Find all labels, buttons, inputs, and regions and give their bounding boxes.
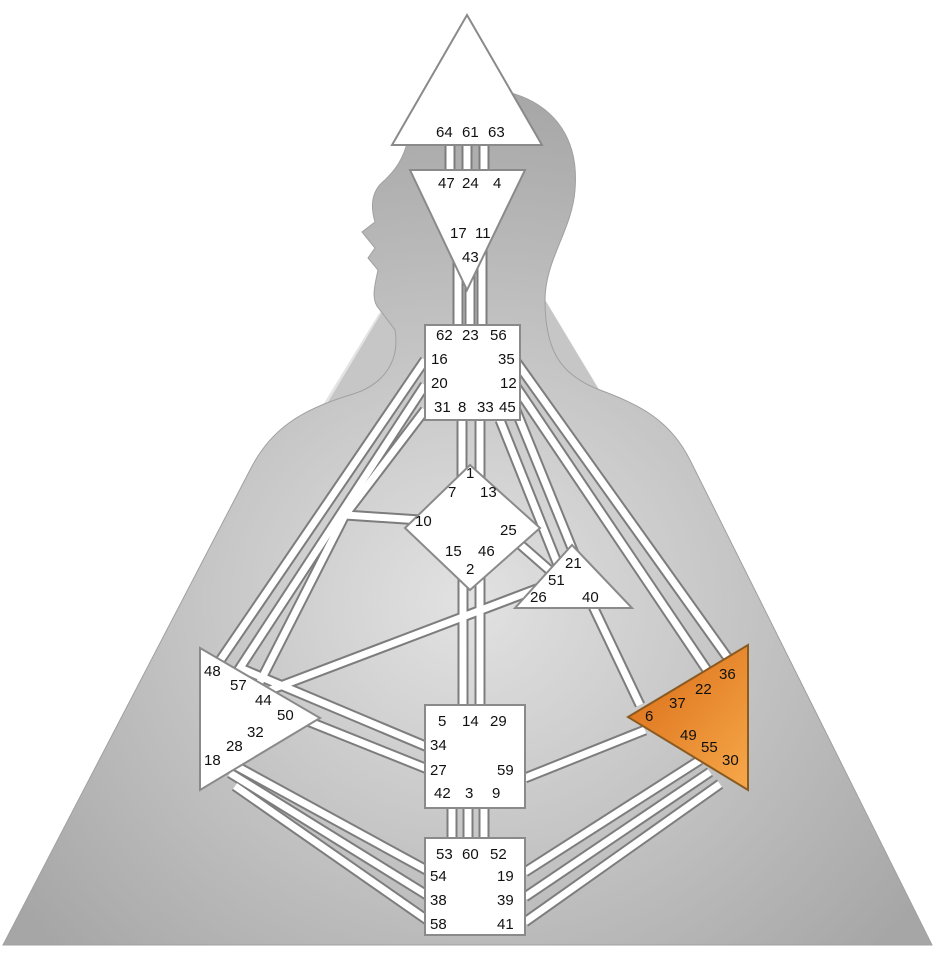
gate-label: 45 <box>499 399 516 416</box>
gate-label: 58 <box>430 916 447 933</box>
gate-label: 42 <box>434 785 451 802</box>
gate-label: 28 <box>226 738 243 755</box>
gate-label: 1 <box>466 465 474 482</box>
gate-label: 9 <box>492 785 500 802</box>
gate-label: 4 <box>493 175 501 192</box>
gate-label: 39 <box>497 892 514 909</box>
head-center <box>390 12 544 146</box>
gate-label: 52 <box>490 846 507 863</box>
gate-label: 7 <box>448 484 456 501</box>
gate-label: 17 <box>450 225 467 242</box>
gate-label: 48 <box>204 663 221 680</box>
heart-center <box>512 543 635 609</box>
g-center <box>403 463 542 592</box>
gate-label: 5 <box>438 713 446 730</box>
gate-label: 29 <box>490 713 507 730</box>
gate-label: 38 <box>430 892 447 909</box>
gate-label: 64 <box>436 124 453 141</box>
gate-label: 47 <box>438 175 455 192</box>
gate-label: 53 <box>436 846 453 863</box>
gate-label: 49 <box>680 727 697 744</box>
gate-label: 15 <box>445 543 462 560</box>
gate-label: 35 <box>498 351 515 368</box>
root-center <box>424 837 526 936</box>
gate-label: 6 <box>645 708 653 725</box>
gate-label: 36 <box>719 666 736 683</box>
gate-label: 30 <box>722 752 739 769</box>
gate-label: 14 <box>462 713 479 730</box>
gate-labels: 64 61 63 47 24 4 17 11 43 62 23 56 16 35… <box>204 124 739 933</box>
gate-label: 44 <box>255 692 272 709</box>
gate-label: 13 <box>480 484 497 501</box>
gate-label: 51 <box>548 572 565 589</box>
gate-label: 59 <box>497 762 514 779</box>
gate-label: 11 <box>475 225 491 242</box>
gate-label: 23 <box>462 327 479 344</box>
spleen-center <box>199 646 322 792</box>
gate-label: 41 <box>497 916 514 933</box>
gate-label: 12 <box>500 375 517 392</box>
gate-label: 25 <box>500 522 517 539</box>
sacral-center <box>424 704 526 809</box>
gate-label: 55 <box>701 739 718 756</box>
gate-label: 37 <box>669 695 686 712</box>
gate-label: 63 <box>488 124 505 141</box>
channel-fills <box>212 145 738 925</box>
gate-label: 50 <box>277 707 294 724</box>
gate-label: 8 <box>458 399 466 416</box>
gate-label: 31 <box>434 399 451 416</box>
gate-label: 10 <box>415 513 432 530</box>
gate-label: 18 <box>204 752 221 769</box>
gate-label: 62 <box>436 327 453 344</box>
gate-label: 3 <box>465 785 473 802</box>
gate-label: 61 <box>462 124 479 141</box>
gate-label: 21 <box>565 555 582 572</box>
gate-label: 32 <box>247 724 264 741</box>
gate-label: 24 <box>462 175 479 192</box>
channels <box>210 145 740 927</box>
gate-label: 56 <box>490 327 507 344</box>
ajna-center <box>408 169 527 293</box>
gate-label: 46 <box>478 543 495 560</box>
gate-label: 26 <box>530 589 547 606</box>
gate-label: 20 <box>431 375 448 392</box>
gate-label: 40 <box>582 589 599 606</box>
gate-label: 60 <box>462 846 479 863</box>
gate-label: 34 <box>430 737 447 754</box>
gate-label: 57 <box>230 677 247 694</box>
throat-center <box>424 324 521 421</box>
gate-label: 54 <box>430 868 447 885</box>
gate-label: 43 <box>462 249 479 266</box>
gate-label: 2 <box>466 561 474 578</box>
gate-label: 19 <box>497 868 514 885</box>
gate-label: 16 <box>431 351 448 368</box>
gate-label: 33 <box>477 399 494 416</box>
solar-plexus-center <box>626 643 749 792</box>
gate-label: 27 <box>430 762 447 779</box>
gate-label: 22 <box>695 681 712 698</box>
